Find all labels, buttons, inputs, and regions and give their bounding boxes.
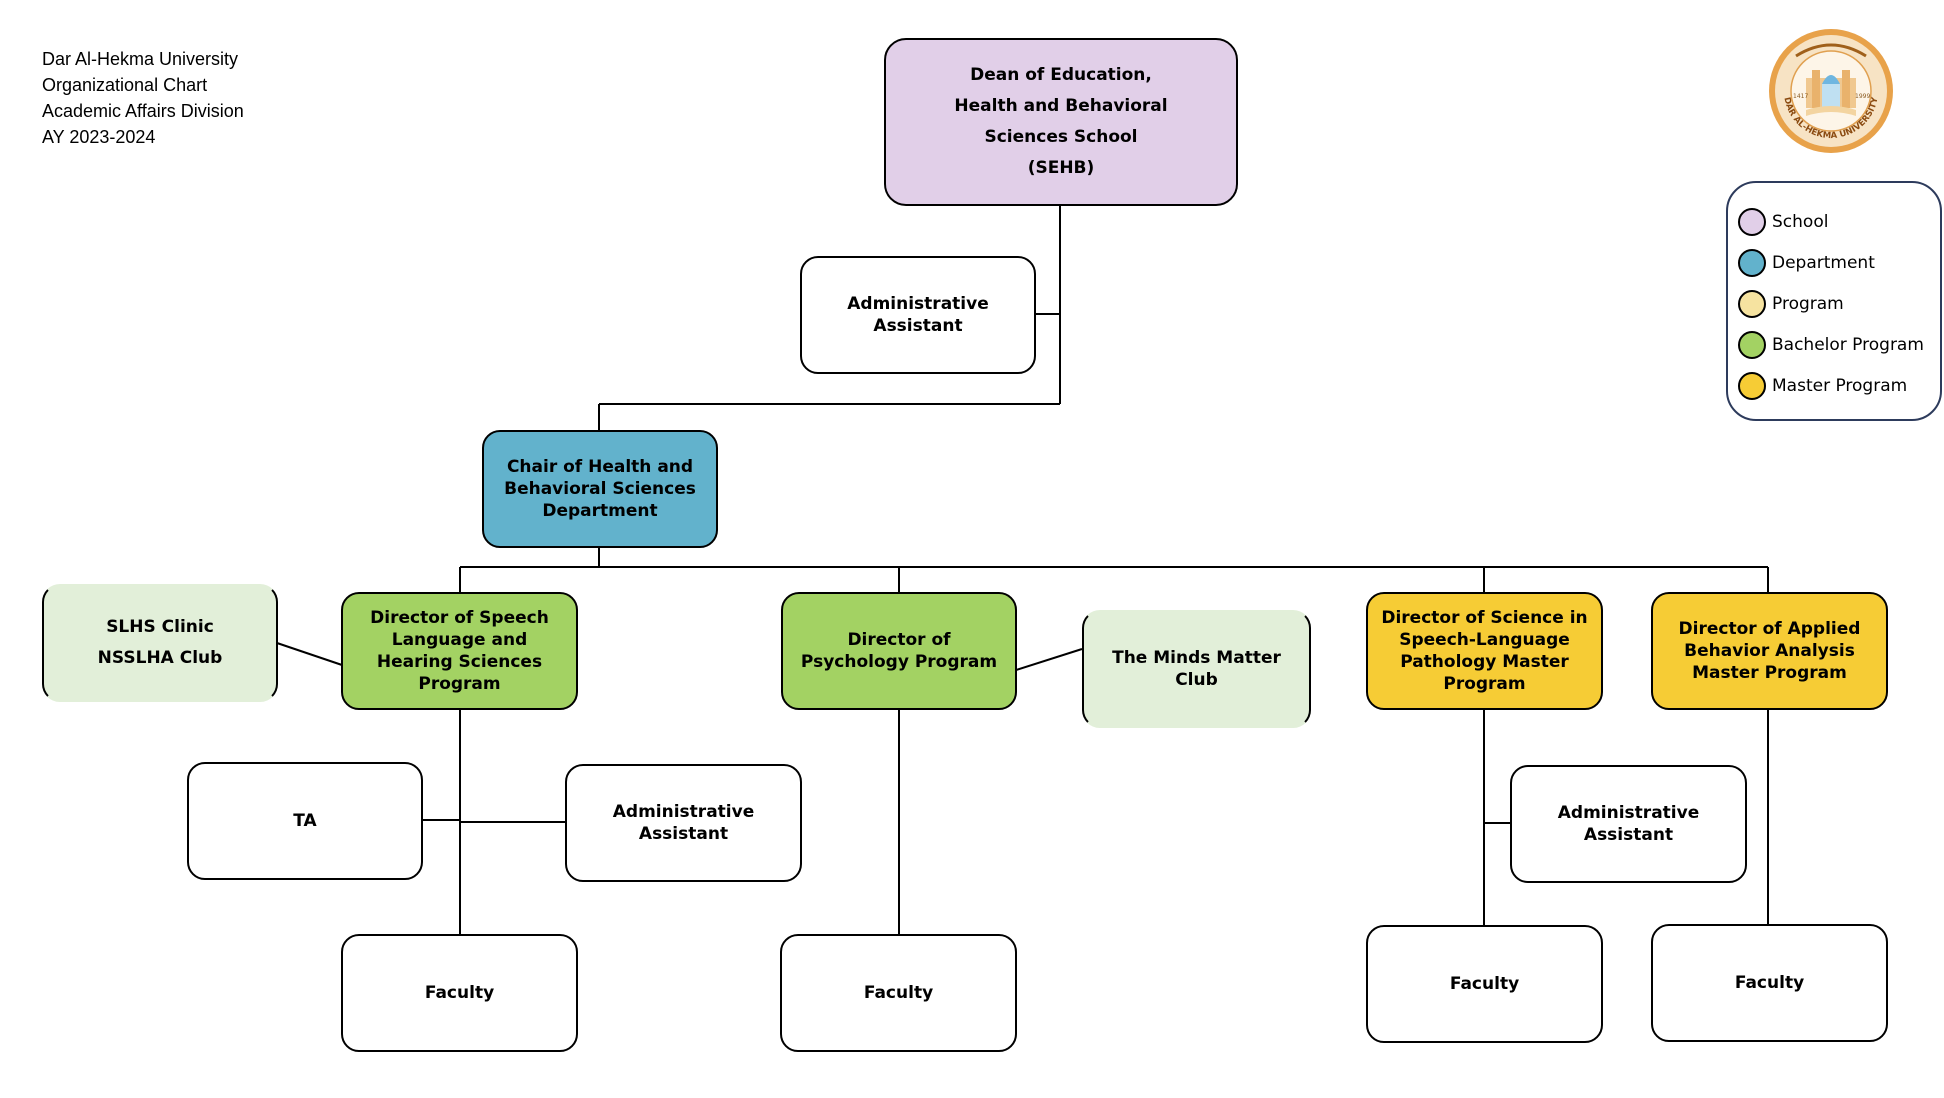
dean-line-4: (SEHB) [1027, 158, 1095, 178]
legend-item-bachelor: Bachelor Program [1738, 324, 1940, 365]
aba-faculty-box: Faculty [1651, 924, 1888, 1042]
chair-label: Chair of Health and Behavioral Sciences … [504, 457, 696, 521]
legend-label-master: Master Program [1772, 375, 1908, 396]
slp-director-box: Director of Science in Speech-Language P… [1366, 592, 1603, 710]
psych-faculty-box: Faculty [780, 934, 1017, 1052]
dean-assistant-label: Administrative Assistant [847, 294, 989, 336]
speech-ta-label: TA [293, 811, 317, 831]
slp-faculty-box: Faculty [1366, 925, 1603, 1043]
legend-item-department: Department [1738, 242, 1940, 283]
university-name: Dar Al-Hekma University [42, 49, 239, 69]
legend: School Department Program Bachelor Progr… [1726, 181, 1942, 421]
chair-box: Chair of Health and Behavioral Sciences … [482, 430, 718, 548]
aba-director-box: Director of Applied Behavior Analysis Ma… [1651, 592, 1888, 710]
academic-year: AY 2023-2024 [42, 127, 156, 147]
aba-director-label: Director of Applied Behavior Analysis Ma… [1678, 619, 1861, 683]
slp-director-label: Director of Science in Speech-Language P… [1381, 608, 1588, 694]
clinic-box: SLHS Clinic NSSLHA Club [42, 584, 278, 702]
dean-box: Dean of Education, Health and Behavioral… [884, 38, 1238, 206]
speech-director-label: Director of Speech Language and Hearing … [370, 608, 549, 694]
seal-year-right: 1999 [1855, 93, 1870, 100]
speech-ta-box: TA [187, 762, 423, 880]
dean-line-2: Health and Behavioral [954, 96, 1168, 116]
legend-swatch-department [1738, 248, 1766, 277]
speech-faculty-box: Faculty [341, 934, 578, 1052]
dean-line-3: Sciences School [984, 127, 1138, 147]
dean-line-1: Dean of Education, [970, 65, 1152, 85]
legend-label-school: School [1772, 211, 1829, 232]
chart-title: Organizational Chart [42, 75, 208, 95]
division-name: Academic Affairs Division [42, 101, 244, 121]
slp-assistant-box: Administrative Assistant [1510, 765, 1747, 883]
legend-label-department: Department [1772, 252, 1875, 273]
minds-club-box: The Minds Matter Club [1082, 610, 1311, 728]
legend-item-master: Master Program [1738, 365, 1940, 406]
speech-assistant-box: Administrative Assistant [565, 764, 802, 882]
connector-minds-club [1015, 648, 1083, 671]
legend-swatch-school [1738, 207, 1766, 236]
clinic-line-2: NSSLHA Club [97, 648, 223, 668]
legend-item-school: School [1738, 201, 1940, 242]
slp-faculty-label: Faculty [1449, 974, 1520, 994]
speech-faculty-label: Faculty [424, 983, 495, 1003]
chart-header: Dar Al-Hekma University Organizational C… [42, 46, 244, 150]
seal-year-left: 1417 [1793, 93, 1808, 100]
psych-director-label: Director of Psychology Program [800, 630, 998, 672]
legend-swatch-program [1738, 289, 1766, 318]
slp-assistant-label: Administrative Assistant [1557, 803, 1700, 845]
psych-faculty-label: Faculty [863, 983, 934, 1003]
legend-label-program: Program [1772, 293, 1844, 314]
psych-director-box: Director of Psychology Program [781, 592, 1017, 710]
minds-club-label: The Minds Matter Club [1112, 648, 1281, 690]
clinic-line-1: SLHS Clinic [106, 617, 214, 637]
dean-assistant-box: Administrative Assistant [800, 256, 1036, 374]
legend-swatch-master [1738, 371, 1766, 400]
legend-label-bachelor: Bachelor Program [1772, 334, 1924, 355]
speech-assistant-label: Administrative Assistant [612, 802, 755, 844]
legend-item-program: Program [1738, 283, 1940, 324]
aba-faculty-label: Faculty [1734, 973, 1805, 993]
university-seal-icon: 1417 1999 DAR AL-HEKMA UNIVERSITY [1769, 29, 1893, 153]
legend-swatch-bachelor [1738, 330, 1766, 359]
speech-director-box: Director of Speech Language and Hearing … [341, 592, 578, 710]
connector-clinic [276, 642, 343, 666]
